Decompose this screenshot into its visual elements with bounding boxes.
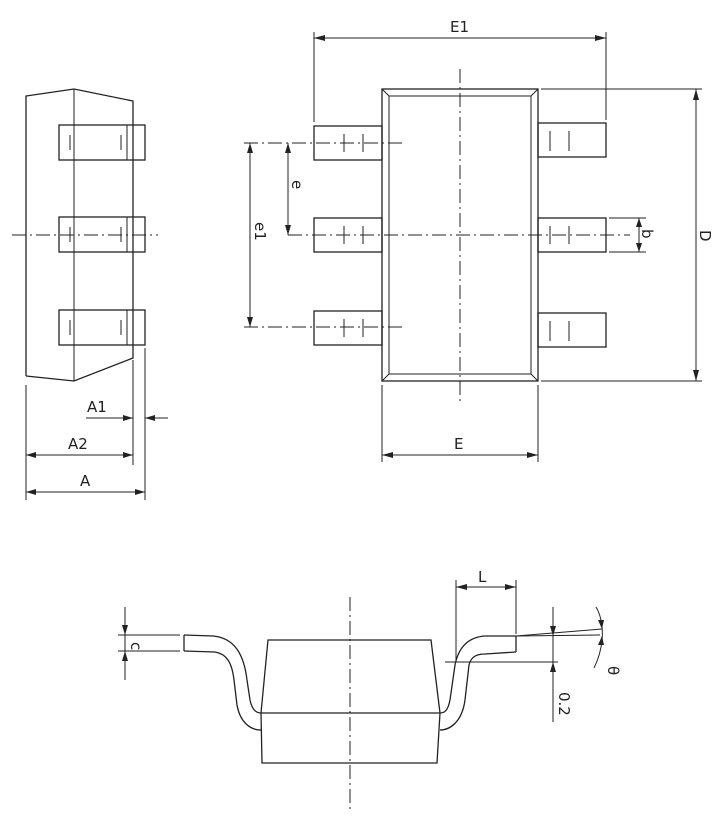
dim-D: D xyxy=(541,88,714,382)
side-view-body-lower xyxy=(260,712,441,764)
svg-text:L: L xyxy=(478,568,487,586)
dim-L: L xyxy=(455,568,517,662)
svg-text:0.2: 0.2 xyxy=(555,692,573,716)
dim-gauge-plane: 0.2 xyxy=(445,607,603,722)
top-view-lead-left-3 xyxy=(313,310,383,346)
svg-text:E: E xyxy=(454,435,463,453)
svg-text:e1: e1 xyxy=(251,222,269,241)
dim-A1: A1 xyxy=(86,398,168,421)
svg-text:E1: E1 xyxy=(450,18,469,36)
end-view-lead-1 xyxy=(58,124,146,161)
end-view: A1 A2 A xyxy=(12,88,168,500)
dim-e1: e1 xyxy=(247,143,269,327)
dim-c: c xyxy=(118,607,180,680)
svg-text:A2: A2 xyxy=(68,435,88,453)
svg-text:e: e xyxy=(288,180,306,189)
right-lead-bottom-edge xyxy=(439,651,517,731)
top-view-lead-right-3 xyxy=(537,312,607,348)
dim-E1: E1 xyxy=(313,18,607,122)
dim-E: E xyxy=(381,385,539,462)
left-lead-top-edge xyxy=(183,634,262,714)
dim-b: b xyxy=(609,217,656,253)
right-lead-top-edge xyxy=(439,635,516,714)
svg-text:A: A xyxy=(80,472,91,490)
svg-text:D: D xyxy=(696,230,714,242)
dim-e: e xyxy=(285,143,306,235)
svg-text:b: b xyxy=(638,229,656,239)
side-view: c L 0.2 θ xyxy=(118,568,622,812)
top-view-lead-right-1 xyxy=(537,122,607,158)
dim-A2: A2 xyxy=(26,435,133,458)
svg-text:c: c xyxy=(127,642,145,650)
top-view: E1 E D b xyxy=(244,18,714,462)
svg-text:θ: θ xyxy=(604,666,622,675)
dim-theta: θ xyxy=(593,606,622,675)
svg-text:A1: A1 xyxy=(87,398,107,416)
left-lead-bottom-edge xyxy=(183,650,262,731)
end-view-lead-3 xyxy=(58,309,146,346)
dim-A: A xyxy=(26,472,145,495)
